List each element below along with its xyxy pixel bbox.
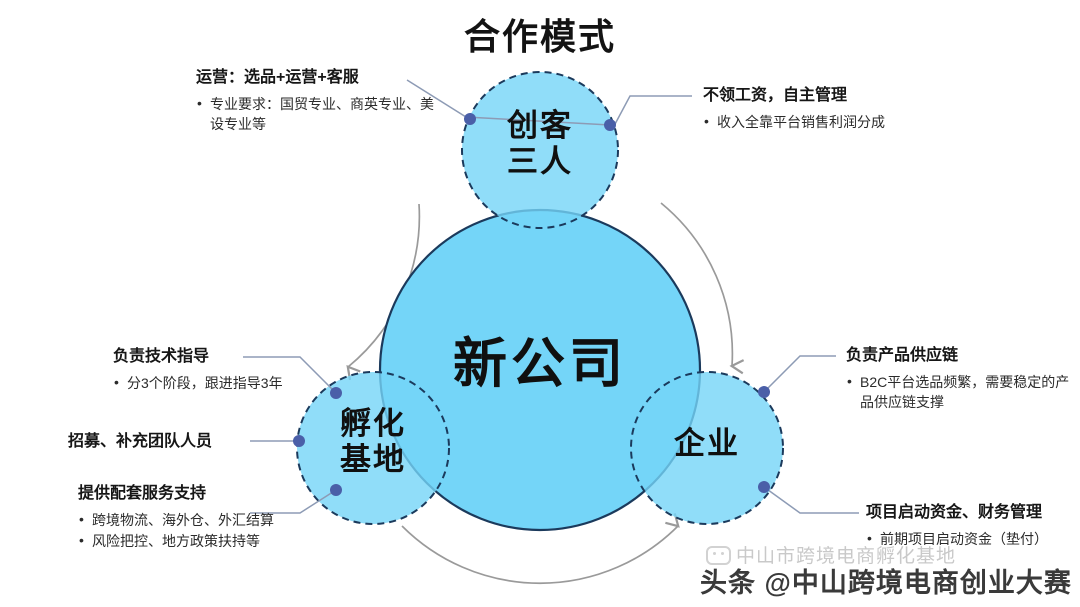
bullet: 前期项目启动资金（垫付）: [866, 528, 1080, 549]
callout-funding: 项目启动资金、财务管理 前期项目启动资金（垫付）: [866, 503, 1080, 550]
bullet: B2C平台选品频繁，需要稳定的产品供应链支撑: [846, 371, 1078, 413]
callout-no-salary: 不领工资，自主管理 收入全靠平台销售利润分成: [703, 86, 1003, 133]
connector-no-salary: [613, 95, 692, 127]
callout-operations-bullets: 专业要求：国贸专业、商英专业、美设专业等: [196, 93, 446, 135]
callout-recruiting: 招募、补充团队人员: [68, 432, 268, 453]
callout-tech-guidance-head: 负责技术指导: [113, 348, 210, 365]
connector-funding: [763, 486, 859, 514]
connector-supply-chain: [763, 355, 836, 393]
callout-supply-chain-head: 负责产品供应链: [846, 347, 959, 364]
bullet: 收入全靠平台销售利润分成: [703, 111, 1003, 132]
bullet: 专业要求：国贸专业、商英专业、美设专业等: [196, 93, 446, 135]
circle-center-label: 新公司: [453, 334, 627, 394]
callout-operations: 运营：选品+运营+客服 专业要求：国贸专业、商英专业、美设专业等: [196, 68, 446, 135]
arc-bottom: [401, 513, 680, 584]
callout-tech-guidance-bullets: 分3个阶段，跟进指导3年: [113, 372, 343, 393]
callout-support-services-bullets: 跨境物流、海外仓、外汇结算 风险把控、地方政策扶持等: [78, 509, 328, 552]
bullet: 风险把控、地方政策扶持等: [78, 530, 328, 551]
circle-bottom-right-label: 企业: [674, 426, 740, 461]
callout-support-services: 提供配套服务支持 跨境物流、海外仓、外汇结算 风险把控、地方政策扶持等: [78, 484, 328, 552]
circle-bottom-left-label: 孵化 基地: [340, 406, 406, 477]
callout-funding-bullets: 前期项目启动资金（垫付）: [866, 528, 1080, 549]
watermark-incubator-base: 中山市跨境电商孵化基地: [706, 541, 956, 568]
callout-recruiting-head: 招募、补充团队人员: [68, 433, 213, 450]
bullet: 分3个阶段，跟进指导3年: [113, 372, 343, 393]
callout-no-salary-head: 不领工资，自主管理: [703, 87, 848, 104]
bullet: 跨境物流、海外仓、外汇结算: [78, 509, 328, 530]
callout-no-salary-bullets: 收入全靠平台销售利润分成: [703, 111, 1003, 132]
callout-supply-chain: 负责产品供应链 B2C平台选品频繁，需要稳定的产品供应链支撑: [846, 346, 1078, 413]
wechat-icon: [706, 546, 731, 565]
circle-top-label: 创客 三人: [507, 108, 573, 179]
page-title: 合作模式: [463, 16, 616, 57]
callout-support-services-head: 提供配套服务支持: [78, 485, 207, 502]
watermark-toutiao: 头条 @中山跨境电商创业大赛: [700, 568, 1072, 598]
callout-supply-chain-bullets: B2C平台选品频繁，需要稳定的产品供应链支撑: [846, 371, 1078, 413]
callout-operations-head: 运营：选品+运营+客服: [196, 69, 359, 86]
watermark-faint-text: 中山市跨境电商孵化基地: [736, 546, 957, 567]
callout-funding-head: 项目启动资金、财务管理: [866, 504, 1043, 521]
callout-tech-guidance: 负责技术指导 分3个阶段，跟进指导3年: [113, 347, 343, 394]
